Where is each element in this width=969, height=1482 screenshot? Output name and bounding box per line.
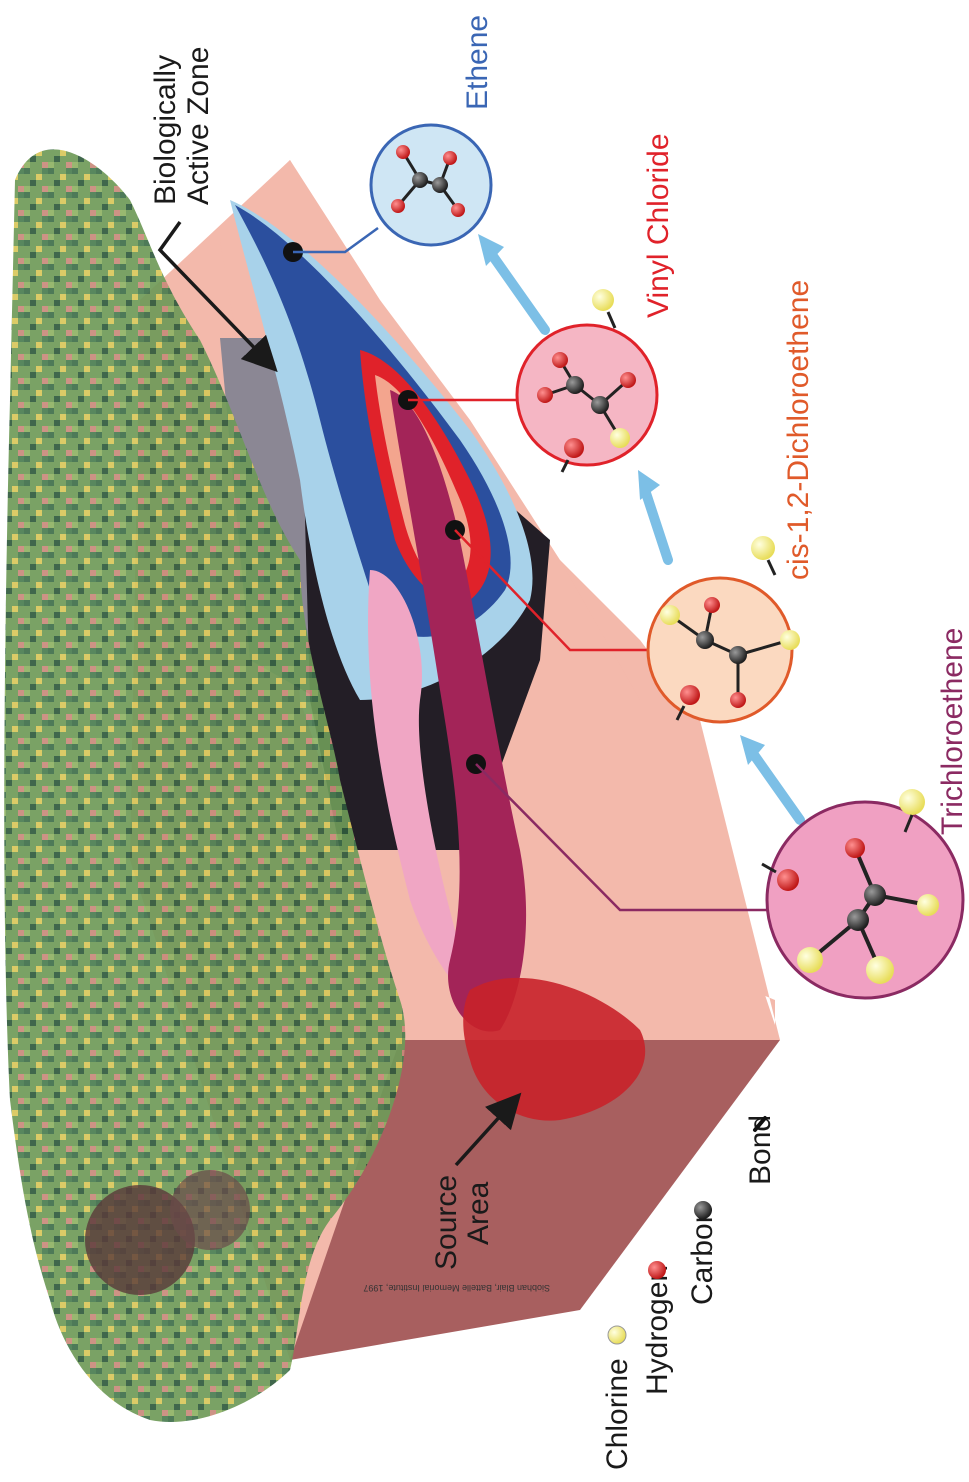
source-area-label-2: Area (462, 1181, 495, 1245)
legend-chlorine-label: Chlorine (601, 1358, 634, 1470)
chlorine-atom-icon (608, 1326, 626, 1344)
hydrogen-atom-icon (648, 1261, 666, 1279)
legend-carbon-label: Carbon (686, 1207, 719, 1305)
biologically-active-zone-label-1: Biologically (149, 55, 182, 205)
carbon-atom-icon (694, 1201, 712, 1219)
dce-label: cis-1,2-Dichloroethene (782, 280, 815, 580)
arrow-tce-to-dce (740, 735, 800, 820)
legend-hydrogen-label: Hydrogen (641, 1265, 674, 1395)
source-area-label-1: Source (430, 1175, 463, 1270)
biologically-active-zone-label-2: Active Zone (182, 47, 215, 205)
image-credit: Siobhan Blair, Battelle Memorial Institu… (363, 1283, 550, 1293)
molecule-tce (762, 789, 963, 998)
tce-label: Trichloroethene (936, 628, 969, 835)
molecule-ethene (371, 125, 491, 245)
arrow-vc-to-ethene (478, 234, 545, 330)
tree-icon (170, 1170, 250, 1250)
ethene-label: Ethene (461, 15, 494, 110)
arrow-dce-to-vc (638, 470, 668, 560)
vinyl-chloride-label: Vinyl Chloride (642, 133, 675, 318)
